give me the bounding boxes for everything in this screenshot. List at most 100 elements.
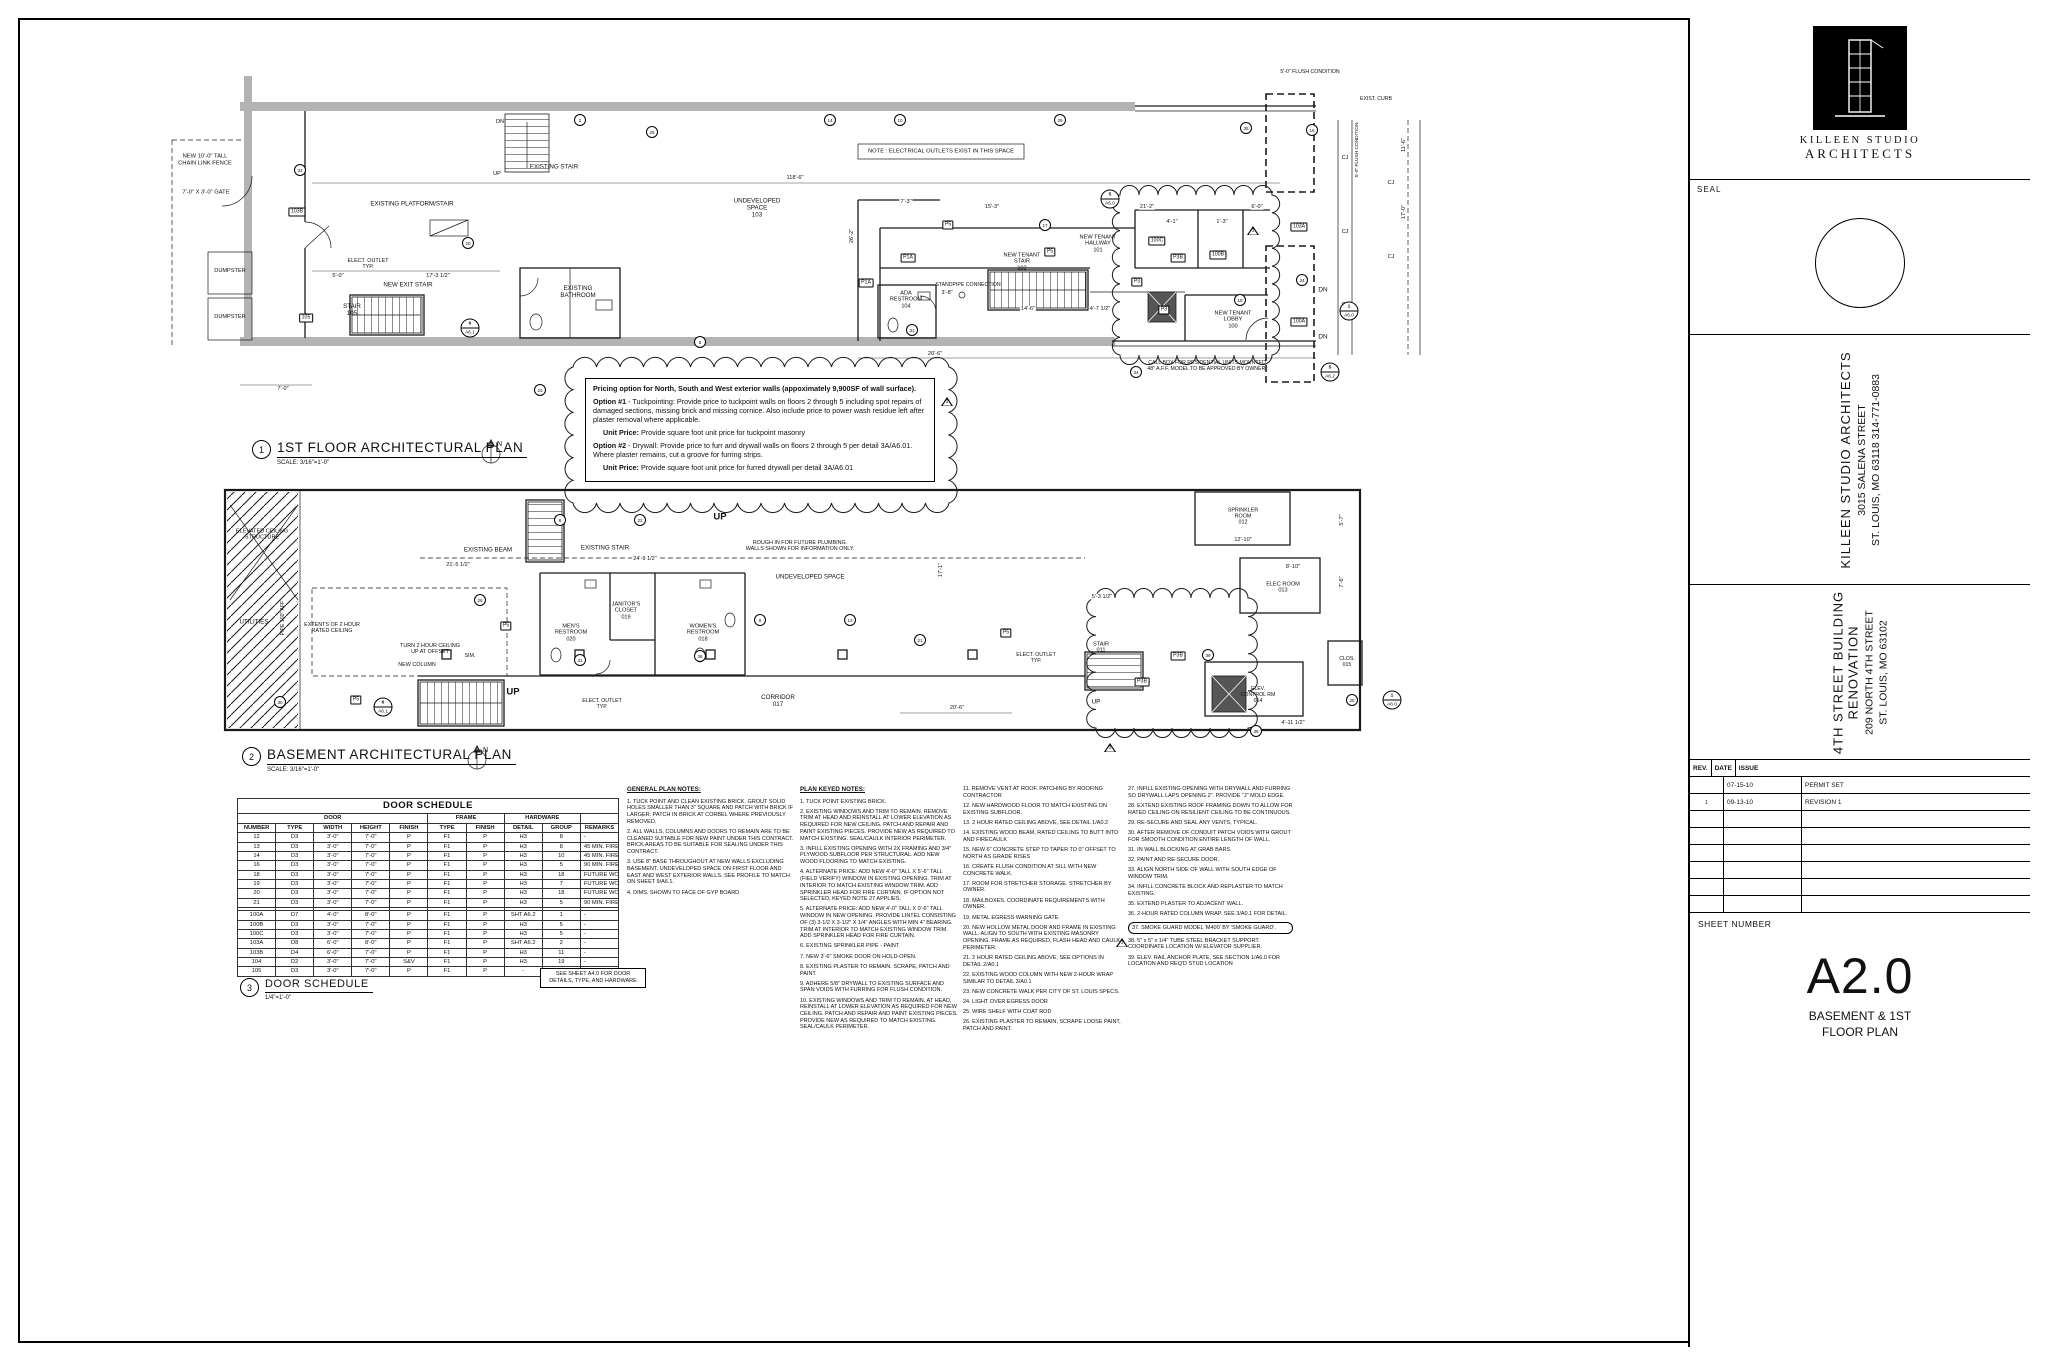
note-item: 27. INFILL EXISTING OPENING WITH DRYWALL… <box>1128 786 1291 799</box>
door-schedule-column-header: TYPE <box>427 822 467 834</box>
killeen-logo-icon <box>1813 26 1907 130</box>
seal-circle <box>1815 218 1905 309</box>
basement-plan-title: 2 BASEMENT ARCHITECTURAL PLAN SCALE: 3/1… <box>242 747 517 773</box>
note-item: 19. METAL EGRESS WARNING GATE. <box>963 914 1060 921</box>
pricing-line: Unit Price: Provide square foot unit pri… <box>603 428 806 437</box>
project-city: ST. LOUIS, MO 63102 <box>1877 619 1890 725</box>
sheet-number: A2.0 <box>1806 948 1914 1004</box>
note-item: 23. NEW CONCRETE WALK PER CITY OF ST. LO… <box>963 988 1120 995</box>
note-item: 5. ALTERNATE PRICE: ADD NEW 4'-0" TALL X… <box>800 906 956 940</box>
section-marker: 5 A6.0 <box>1100 189 1120 209</box>
keyed-note-bubble: 8 <box>754 614 766 626</box>
note-item: 31. IN WALL BLOCKING AT GRAB BARS. <box>1128 846 1232 853</box>
door-schedule-column-header: REMARKS <box>579 822 620 834</box>
keyed-note-bubble: 10 <box>894 114 906 126</box>
general-plan-notes: GENERAL PLAN NOTES: 1. TUCK POINT AND CL… <box>627 786 795 900</box>
revision-header-cell: DATE <box>1712 760 1736 776</box>
group-hardware: HARDWARE <box>503 813 581 824</box>
project-name: 4TH STREET BUILDING RENOVATION <box>1830 590 1861 754</box>
keyed-note-bubble: 18 <box>1234 294 1246 306</box>
firm-name: KILLEEN STUDIO ARCHITECTS <box>1838 350 1853 569</box>
revision-row <box>1690 845 2030 862</box>
note-item: 32. PAINT AND RE-SECURE DOOR. <box>1128 857 1220 864</box>
plan-title-scale: SCALE: 3/16"=1'-0" <box>267 767 320 773</box>
revision-date <box>1724 862 1802 878</box>
note-item: 2. ALL WALLS, COLUMNS AND DOORS TO REMAI… <box>627 828 794 855</box>
firm-city-phone: ST. LOUIS, MO 63118 314-771-0883 <box>1870 373 1882 546</box>
note-item: 18. MAILBOXES. COORDINATE REQUIREMENTS W… <box>963 897 1105 911</box>
revision-row: 1 09-13-10 REVISION 1 <box>1690 794 2030 811</box>
title-number-circle: 2 <box>242 747 261 766</box>
north-arrow-basement: N <box>467 744 488 770</box>
keyed-note-bubble: 31 <box>906 324 918 336</box>
note-item: 2. EXISTING WINDOWS AND TRIM TO REMAIN. … <box>800 808 955 842</box>
keyed-note-bubble: 24 <box>1296 274 1308 286</box>
note-item: 22. EXISTING WOOD COLUMN WITH NEW 2-HOUR… <box>963 971 1113 985</box>
section-marker: 6 A6.1 <box>373 697 393 717</box>
note-item: 20. NEW HOLLOW METAL DOOR AND FRAME IN E… <box>963 924 1121 951</box>
plan-title-scale: 1/4"=1'-0" <box>265 995 291 1001</box>
firm-name-line2: ARCHITECTS <box>1804 146 1916 161</box>
note-item: 16. CREATE FLUSH CONDITION AT SILL WITH … <box>963 863 1097 877</box>
door-schedule-column-header: FINISH <box>465 822 505 834</box>
keyed-note-bubble: 30 <box>274 696 286 708</box>
note-item: 7. NEW 3'-6" SMOKE DOOR ON HOLD-OPEN. <box>800 953 917 960</box>
keyed-note-bubble: 35 <box>1240 122 1252 134</box>
keyed-note-bubble: 2 <box>574 114 586 126</box>
plan-keyed-notes: PLAN KEYED NOTES: 1. TUCK POINT EXISTING… <box>800 786 958 1035</box>
note-item: 30. AFTER REMOVE OF CONDUIT PATCH VOIDS … <box>1128 830 1291 843</box>
keyed-note-bubble: 39 <box>1202 649 1214 661</box>
revision-date: 09-13-10 <box>1724 794 1802 810</box>
sheet-name: BASEMENT & 1ST FLOOR PLAN <box>1808 1009 1912 1039</box>
keyed-note-bubble: 32 <box>294 164 306 176</box>
revision-triangle-icon: 1 <box>1104 736 1116 754</box>
door-schedule-column-header: HEIGHT <box>351 822 391 834</box>
note-item: 26. EXISTING PLASTER TO REMAIN, SCRAPE L… <box>963 1019 1121 1033</box>
note-item: 12. NEW HARDWOOD FLOOR TO MATCH EXISTING… <box>963 802 1107 816</box>
plan-keyed-notes-cont-1: 11. REMOVE VENT AT ROOF. PATCHING BY ROO… <box>963 786 1121 1036</box>
firm-street: 3015 SALENA STREET <box>1856 403 1868 516</box>
revision-row <box>1690 879 2030 896</box>
section-marker: 6 A6.1 <box>460 318 480 338</box>
north-arrow-floor1: N <box>481 438 502 464</box>
pricing-cloud <box>564 356 958 514</box>
pricing-line: Unit Price: Provide square foot unit pri… <box>603 463 854 472</box>
plan-title-text: BASEMENT ARCHITECTURAL PLAN <box>267 747 517 765</box>
revision-row <box>1690 811 2030 828</box>
door-schedule-column-header: FINISH <box>389 822 429 834</box>
basement-linework <box>223 488 1363 738</box>
note-item: 35. EXTEND PLASTER TO ADJACENT WALL. <box>1128 901 1244 908</box>
keyed-note-bubble: 22 <box>634 514 646 526</box>
revision-header-cell: ISSUE <box>1738 764 1759 772</box>
revision-number <box>1701 815 1713 824</box>
revision-number <box>1701 900 1713 909</box>
keyed-note-bubble: 21 <box>914 634 926 646</box>
door-schedule-column-header: TYPE <box>275 822 315 834</box>
revision-triangle-icon: 1 <box>1247 219 1259 237</box>
door-schedule-column-header: GROUP <box>541 822 581 834</box>
revision-row <box>1690 896 2030 912</box>
note-item: 29. RE-SECURE AND SEAL ANY VENTS, TYPICA… <box>1128 819 1258 826</box>
revision-issue <box>1802 862 2030 878</box>
door-schedule-reference-note: SEE SHEET A4.0 FOR DOOR DETAILS, TYPE, A… <box>540 968 646 989</box>
svg-text:N: N <box>497 441 502 448</box>
note-item: 11. REMOVE VENT AT ROOF. PATCHING BY ROO… <box>963 786 1103 799</box>
keyed-note-bubble: 23 <box>534 384 546 396</box>
note-item: 36. 2-HOUR RATED COLUMN WRAP. SEE 3/A0.1… <box>1128 911 1288 918</box>
sheet-number-cell: SHEET NUMBER A2.0 BASEMENT & 1ST FLOOR P… <box>1690 913 2030 1356</box>
keyed-note-bubble: 13 <box>844 614 856 626</box>
keyed-note-bubble: 14 <box>824 114 836 126</box>
revision-issue <box>1802 828 2030 844</box>
revision-number <box>1701 849 1713 858</box>
revision-date <box>1724 828 1802 844</box>
